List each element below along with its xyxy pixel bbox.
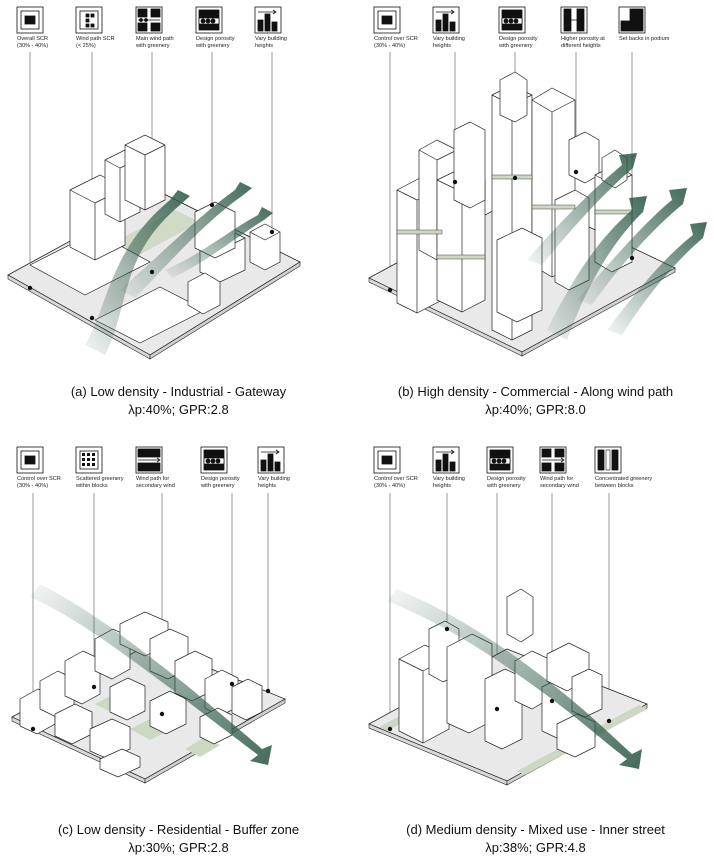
scr-square-icon [374, 7, 400, 33]
building-heights-icon [433, 447, 459, 473]
icon-label: Control over SCR (30% - 40%) [374, 36, 418, 50]
icon-row [374, 7, 645, 33]
icon-row [17, 7, 281, 33]
wind-path-scr-icon [76, 7, 102, 33]
icon-label: Design porosity with greenery [201, 476, 240, 490]
icon-label: Wind path SCR (< 25%) [76, 36, 115, 50]
higher-porosity-icon [561, 7, 587, 33]
scr-square-icon [17, 447, 43, 473]
icon-label: Set backs in podium [619, 36, 669, 43]
building-heights-icon [433, 7, 459, 33]
panel-b-drawing [357, 0, 714, 429]
icon-label: Vary building heights [258, 476, 290, 490]
icon-label: Vary building heights [433, 36, 465, 50]
panel-metrics: λp:38%; GPR:4.8 [357, 839, 714, 856]
panel-d-drawing [357, 429, 714, 858]
icon-label: Wind path for secondary wind [136, 476, 175, 490]
icon-label: Overall SCR (30% - 40%) [17, 36, 48, 50]
icon-label: Design porosity with greenery [196, 36, 235, 50]
building-heights-icon [255, 7, 281, 33]
icon-label: Wind path for secondary wind [540, 476, 579, 490]
panel-caption: (d) Medium density - Mixed use - Inner s… [357, 821, 714, 838]
icon-label: Vary building heights [433, 476, 465, 490]
panel-a: Overall SCR (30% - 40%) Wind path SCR (<… [0, 0, 357, 429]
panel-caption: (a) Low density - Industrial - Gateway [0, 383, 357, 400]
panel-c-drawing [0, 429, 357, 858]
panel-caption: (b) High density - Commercial - Along wi… [357, 383, 714, 400]
icon-label: Vary building heights [255, 36, 287, 50]
icon-label: Design porosity with greenery [499, 36, 538, 50]
concentrated-greenery-icon [595, 447, 621, 473]
icon-label: Main wind path with greenery [136, 36, 174, 50]
icon-label: Higher porosity at different heights [561, 36, 605, 50]
building-heights-icon [258, 447, 284, 473]
scr-square-icon [17, 7, 43, 33]
scr-square-icon [374, 447, 400, 473]
icon-label: Design porosity with greenery [487, 476, 526, 490]
icon-row [374, 447, 621, 473]
icon-label: Control over SCR (30% - 40%) [17, 476, 61, 490]
porosity-icon [201, 447, 227, 473]
panel-a-drawing [0, 0, 357, 429]
panel-d: Control over SCR (30% - 40%) Vary buildi… [357, 429, 714, 858]
icon-label: Control over SCR (30% - 40%) [374, 476, 418, 490]
secondary-wind-icon [136, 447, 162, 473]
setback-icon [619, 7, 645, 33]
panel-c: Control over SCR (30% - 40%) Scattered g… [0, 429, 357, 858]
porosity-icon [196, 7, 222, 33]
icon-label: Concentrated greenery between blocks [595, 476, 652, 490]
panel-metrics: λp:40%; GPR:2.8 [0, 401, 357, 418]
porosity-icon [487, 447, 513, 473]
panel-metrics: λp:40%; GPR:8.0 [357, 401, 714, 418]
main-wind-path-icon [136, 7, 162, 33]
icon-row [17, 447, 284, 473]
panel-metrics: λp:30%; GPR:2.8 [0, 839, 357, 856]
porosity-icon [499, 7, 525, 33]
panel-caption: (c) Low density - Residential - Buffer z… [0, 821, 357, 838]
secondary-wind-icon [540, 447, 566, 473]
panel-b: Control over SCR (30% - 40%) Vary buildi… [357, 0, 714, 429]
icon-label: Scattered greenery within blocks [76, 476, 124, 490]
scattered-greenery-icon [76, 447, 102, 473]
